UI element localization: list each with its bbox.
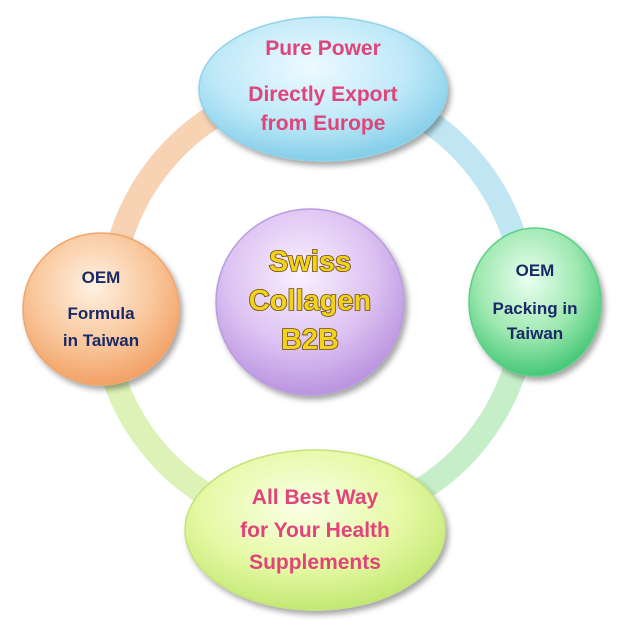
node-top-line-2: Directly Export xyxy=(248,83,397,106)
node-left: OEM Formula in Taiwan xyxy=(22,232,180,386)
node-left-line-1: OEM xyxy=(82,268,121,287)
node-center-shape xyxy=(215,208,405,396)
node-left-line-3: in Taiwan xyxy=(63,331,139,350)
ring-segment-bottom-left xyxy=(98,353,227,512)
node-left-line-2: Formula xyxy=(67,304,135,323)
node-top-line-3: from Europe xyxy=(261,112,386,135)
node-center-line-3: B2B xyxy=(281,324,339,356)
node-right-line-2: Packing in xyxy=(492,299,577,318)
node-bottom-line-2: for Your Health xyxy=(240,519,390,542)
node-bottom: All Best Way for Your Health Supplements xyxy=(184,449,446,611)
node-top: Pure Power Directly Export from Europe xyxy=(198,16,448,162)
node-left-shape xyxy=(22,232,180,386)
node-right-line-3: Taiwan xyxy=(507,324,563,343)
node-top-shape xyxy=(198,16,448,162)
node-bottom-line-3: Supplements xyxy=(249,551,381,574)
node-center-line-2: Collagen xyxy=(249,285,371,317)
node-right-shape xyxy=(468,227,602,377)
node-right: OEM Packing in Taiwan xyxy=(468,227,602,377)
node-center-line-1: Swiss xyxy=(269,246,351,278)
node-center: Swiss Collagen B2B xyxy=(215,208,405,396)
node-right-line-1: OEM xyxy=(516,261,555,280)
node-top-line-1: Pure Power xyxy=(265,37,381,60)
ring-segment-left-top xyxy=(106,98,237,260)
node-bottom-line-1: All Best Way xyxy=(252,486,379,509)
node-bottom-shape xyxy=(184,449,446,611)
